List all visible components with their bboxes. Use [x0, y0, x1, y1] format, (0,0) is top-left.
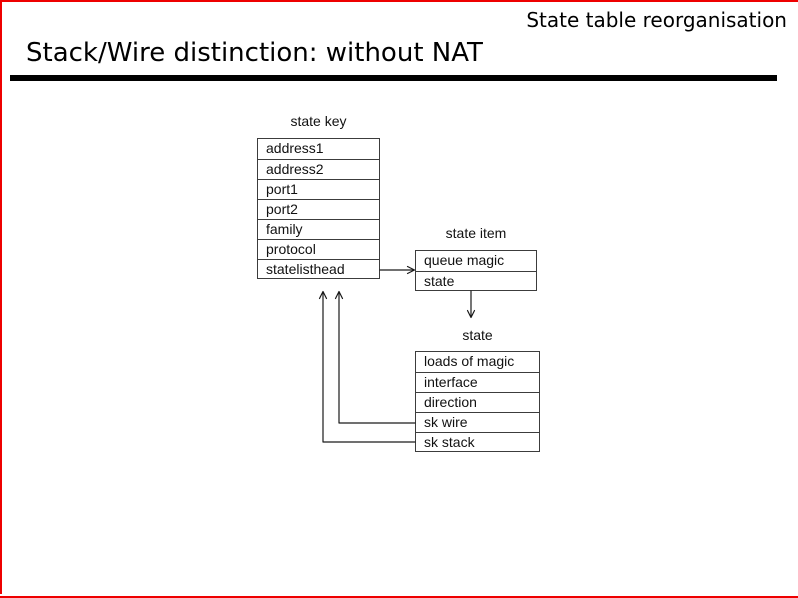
table-row: direction: [416, 392, 539, 412]
table-row: family: [258, 219, 379, 239]
state-table: loads of magic interface direction sk wi…: [415, 351, 540, 452]
title-rule: [10, 75, 777, 81]
slide-left-border: [0, 0, 2, 594]
table-row: protocol: [258, 239, 379, 259]
table-row: statelisthead: [258, 259, 379, 279]
arrow-statelisthead-to-state-item: [379, 265, 416, 275]
arrow-state-item-to-state: [466, 290, 476, 319]
table-row: port1: [258, 179, 379, 199]
table-row: loads of magic: [424, 353, 515, 369]
state-item-label: state item: [445, 225, 507, 241]
slide-top-border: [0, 0, 798, 2]
arrow-sk-stack-to-state-key: [318, 290, 416, 443]
table-row: sk wire: [416, 412, 539, 432]
table-row: interface: [416, 372, 539, 392]
table-row: address1: [266, 140, 324, 156]
table-row: address2: [258, 159, 379, 179]
table-row: sk stack: [416, 432, 539, 452]
table-row: state: [416, 271, 536, 291]
state-label: state: [462, 327, 493, 343]
running-header: State table reorganisation: [526, 8, 787, 32]
state-item-table: queue magic state: [415, 250, 537, 291]
table-row: port2: [258, 199, 379, 219]
slide-title: Stack/Wire distinction: without NAT: [26, 38, 483, 68]
slide-bottom-border: [0, 596, 798, 598]
state-key-table: address1 address2 port1 port2 family pro…: [257, 138, 380, 279]
table-row: queue magic: [424, 252, 505, 268]
state-key-label: state key: [290, 113, 347, 129]
arrow-sk-wire-to-state-key: [334, 290, 416, 424]
